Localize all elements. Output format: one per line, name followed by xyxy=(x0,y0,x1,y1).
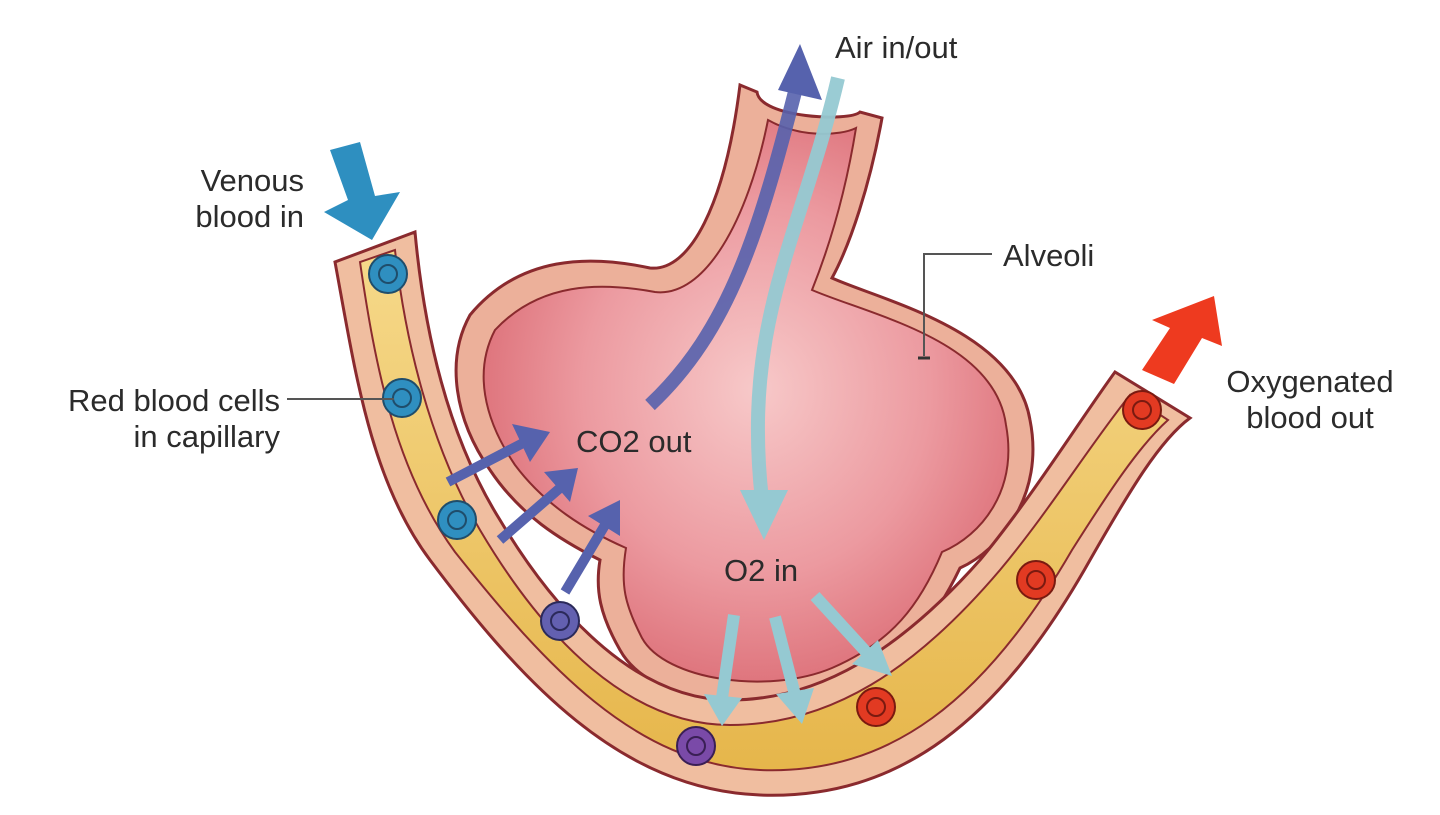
o2-inhale-path xyxy=(750,76,845,501)
co2-out-arrow-icon xyxy=(496,468,578,544)
co2-out-arrow-icon xyxy=(445,424,550,487)
rbc-line-2: in capillary xyxy=(133,419,280,454)
red-blood-cell-icon xyxy=(368,254,408,294)
capillary xyxy=(333,229,1193,797)
leader-lines xyxy=(287,253,992,400)
o2-in-label: O2 in xyxy=(724,553,798,589)
alveolus-lumen xyxy=(482,118,1010,683)
co2-out-text: CO2 out xyxy=(576,424,692,459)
alveolus xyxy=(454,82,1035,707)
red-blood-cell-icon xyxy=(856,687,896,727)
oxygenated-line-1: Oxygenated xyxy=(1226,364,1394,399)
o2-in-arrow-icon xyxy=(704,614,742,726)
red-blood-cell-icon xyxy=(1122,390,1162,430)
o2-in-arrows xyxy=(704,591,892,726)
air-in-out-text: Air in/out xyxy=(835,30,958,65)
co2-out-label: CO2 out xyxy=(576,424,691,460)
o2-in-arrow-icon xyxy=(810,591,892,676)
o2-in-text: O2 in xyxy=(724,553,799,588)
co2-exhale-arrowhead-icon xyxy=(778,44,822,100)
air-in-out-label: Air in/out xyxy=(835,30,957,66)
red-blood-cell-icon xyxy=(540,601,580,641)
co2-out-arrows xyxy=(445,424,620,595)
venous-blood-in-label: Venous blood in xyxy=(180,163,304,235)
red-blood-cell-icon xyxy=(676,726,716,766)
o2-inhale-arrowhead-icon xyxy=(740,490,788,540)
venous-line-1: Venous xyxy=(200,163,304,198)
red-blood-cells xyxy=(368,254,1162,766)
oxygenated-blood-out-label: Oxygenated blood out xyxy=(1214,364,1406,436)
alveoli-leader-line xyxy=(923,253,992,356)
alveoli-text: Alveoli xyxy=(1003,238,1095,273)
alveoli-label: Alveoli xyxy=(1003,238,1094,274)
capillary-lumen xyxy=(358,248,1170,772)
red-blood-cells-label: Red blood cells in capillary xyxy=(38,383,280,455)
oxygenated-blood-arrow-icon xyxy=(1142,296,1222,384)
co2-out-arrow-icon xyxy=(560,500,620,595)
co2-exhale-path xyxy=(645,78,805,411)
air-flow-arrows xyxy=(645,44,845,540)
red-blood-cell-icon xyxy=(1016,560,1056,600)
venous-blood-arrow-icon xyxy=(324,142,400,240)
red-blood-cell-icon xyxy=(437,500,477,540)
o2-in-arrow-icon xyxy=(769,615,814,724)
venous-line-2: blood in xyxy=(195,199,304,234)
rbc-line-1: Red blood cells xyxy=(68,383,280,418)
oxygenated-line-2: blood out xyxy=(1246,400,1374,435)
